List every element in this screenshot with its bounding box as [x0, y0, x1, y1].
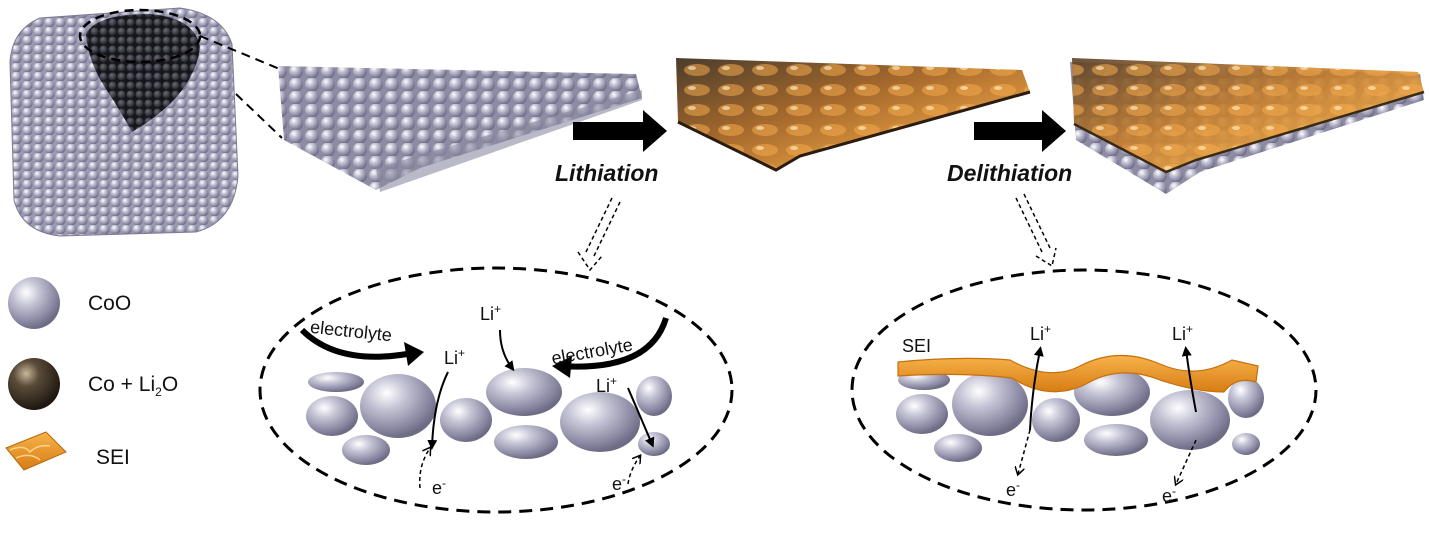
li-ion-label-2: Li+ — [444, 346, 465, 368]
li-ion-arrow-2 — [427, 371, 449, 450]
legend-sei-label: SEI — [96, 446, 130, 469]
coo-sphere-icon — [8, 277, 60, 329]
electrolyte-arrow-left — [299, 327, 419, 360]
legend-co-li2o-label: Co + Li2O — [88, 373, 178, 399]
li-ion-arrow-3 — [627, 387, 655, 448]
delithiated-slab — [1070, 58, 1425, 194]
electrolyte-label-left: electrolyte — [309, 317, 393, 345]
detail-arrow-left — [577, 197, 621, 272]
sei-film — [897, 354, 1259, 393]
li-ion-label-4: Li+ — [1030, 322, 1051, 344]
electron-label-1: e- — [432, 476, 446, 498]
left-particles — [306, 368, 672, 465]
electron-label-4: e- — [1162, 484, 1176, 506]
li-ion-label-3: Li+ — [596, 374, 617, 396]
lithiated-slab — [676, 58, 1031, 172]
electrolyte-arrow-right-head — [552, 356, 572, 378]
legend: CoO Co + Li2O SEI — [5, 277, 178, 471]
electrolyte-arrow-right — [559, 317, 669, 370]
lithiation-label: Lithiation — [555, 160, 658, 186]
electron-label-2: e- — [612, 472, 626, 494]
electron-arrow-4 — [1176, 439, 1197, 484]
legend-coo-label: CoO — [88, 292, 131, 315]
electrolyte-arrow-left-head — [404, 342, 424, 366]
li-ion-arrow-1 — [499, 329, 515, 372]
hollow-coo-particle — [9, 7, 239, 237]
sei-layer-icon — [5, 431, 67, 471]
detail-arrow-right — [1015, 193, 1057, 268]
co-li2o-sphere-icon — [8, 358, 60, 410]
electron-label-3: e- — [1006, 478, 1020, 500]
left-detail-boundary — [258, 266, 734, 514]
li-ion-arrow-5 — [1181, 346, 1197, 413]
sei-label: SEI — [902, 336, 931, 356]
li-ion-label-1: Li+ — [480, 302, 501, 324]
zoom-line-bottom — [235, 93, 283, 139]
lithiation-arrow — [573, 110, 667, 152]
right-detail-boundary — [850, 268, 1318, 512]
electron-arrow-2 — [627, 456, 640, 485]
right-particles — [896, 368, 1264, 462]
delithiation-label: Delithiation — [947, 160, 1072, 186]
coo-slab — [278, 66, 642, 192]
lithiation-detail: electrolyte electrolyte Li+ Li+ Li+ e- e… — [258, 266, 734, 514]
electron-arrow-3 — [1018, 429, 1031, 474]
delithiation-detail: SEI Li+ Li+ e- e- — [850, 268, 1318, 512]
electron-arrow-1 — [418, 448, 430, 489]
delithiation-arrow — [974, 110, 1066, 152]
li-ion-label-5: Li+ — [1172, 322, 1193, 344]
li-ion-arrow-4 — [1029, 346, 1044, 431]
